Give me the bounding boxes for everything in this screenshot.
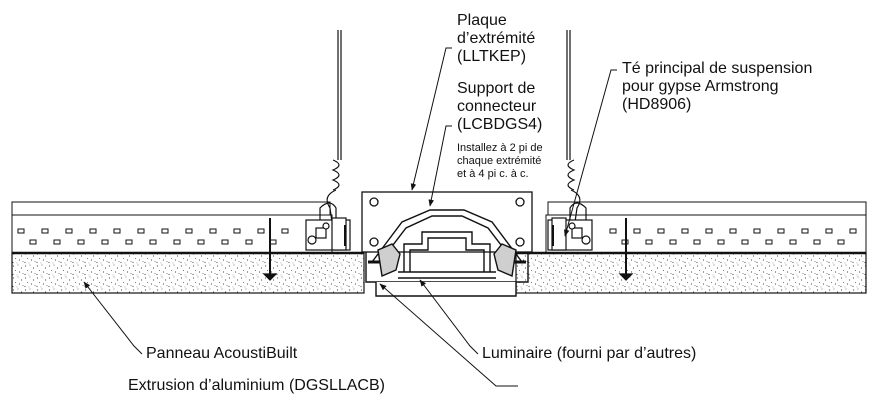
install-note-line: chaque extrémité <box>457 155 542 167</box>
install-note-line: Installez à 2 pi de <box>457 142 543 154</box>
luminaire-housing <box>398 231 496 279</box>
connector-bracket-label-line: (LCBDGS4) <box>457 116 543 133</box>
luminaire-label: Luminaire (fourni par d’autres) <box>482 345 697 362</box>
install-note-line: et à 4 pi c. à c. <box>457 168 529 180</box>
connector-bracket <box>371 209 523 263</box>
main-tee-label-line: Té principal de suspension <box>622 60 813 77</box>
end-plate-label: Plaque d’extrémité (LLTKEP) <box>457 12 535 66</box>
install-note: Installez à 2 pi de chaque extrémité et … <box>457 142 543 181</box>
left-panel <box>11 201 365 294</box>
main-tee-label: Té principal de suspension pour gypse Ar… <box>622 60 812 114</box>
main-tee-label-line: (HD8906) <box>622 96 692 113</box>
right-hanger <box>566 30 587 228</box>
right-main-tee <box>547 217 634 281</box>
connector-bracket-label: Support de connecteur (LCBDGS4) <box>457 80 542 134</box>
main-tee-label-line: pour gypse Armstrong <box>622 78 779 95</box>
connector-bracket-label-line: connecteur <box>457 98 537 115</box>
end-plate-label-line: (LLTKEP) <box>457 48 527 65</box>
end-plate-label-line: Plaque <box>457 12 507 29</box>
panel-label: Panneau AcoustiBuilt <box>146 345 298 362</box>
end-plate-label-line: d’extrémité <box>457 30 536 47</box>
extrusion-label: Extrusion d’aluminium (DGSLLACB) <box>128 377 385 394</box>
end-plate <box>361 191 533 253</box>
left-main-tee <box>262 217 351 281</box>
leader-lines <box>83 47 617 387</box>
right-panel <box>515 201 867 294</box>
aluminum-extrusion <box>365 243 529 297</box>
left-hanger <box>319 30 342 228</box>
connector-bracket-label-line: Support de <box>457 80 536 97</box>
